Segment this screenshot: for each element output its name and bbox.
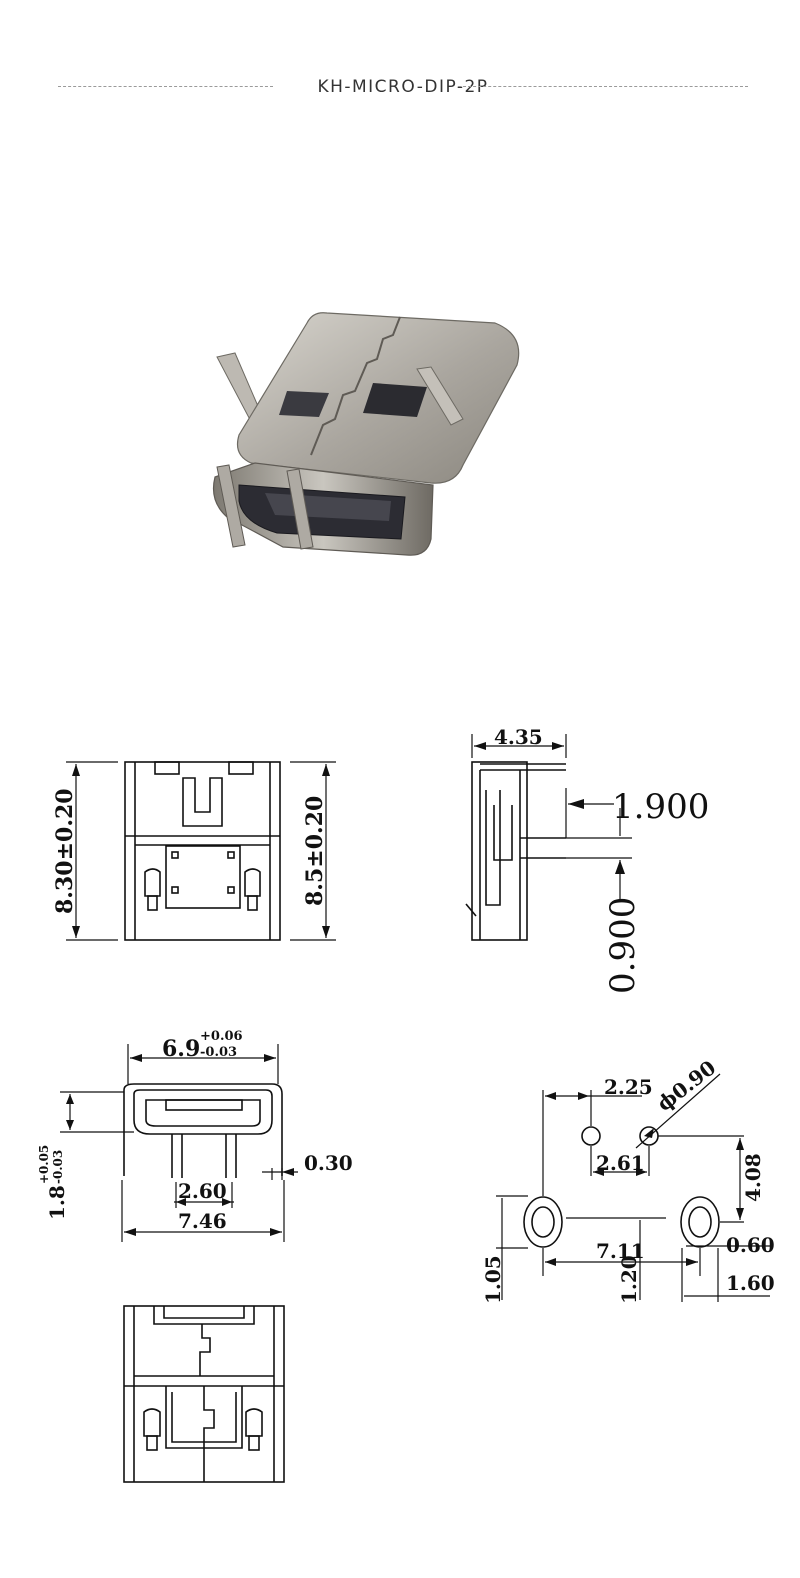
- side-dim-step: 1.900: [612, 787, 709, 827]
- side-dim-thickness: 0.900: [603, 897, 643, 994]
- page-title: KH-MICRO-DIP-2P: [317, 77, 489, 97]
- fp-dim-slot-h1: 1.05: [481, 1255, 505, 1304]
- fp-dim-slot-pitch: 7.11: [596, 1239, 645, 1263]
- footprint-view: [496, 1073, 770, 1302]
- side-view: [465, 734, 632, 941]
- fp-dim-vertical: 4.08: [741, 1153, 765, 1202]
- end-dim-tol-minus: -0.03: [200, 1045, 237, 1060]
- fp-dim-hole-dia: ϕ0.90: [652, 1055, 720, 1115]
- header: KH-MICRO-DIP-2P: [58, 74, 748, 100]
- side-dim-top: 4.35: [494, 725, 543, 749]
- fp-dim-slot-h2: 1.20: [617, 1255, 641, 1304]
- photo-shell-seam: [310, 316, 401, 456]
- front-dim-left: 8.30±0.20: [52, 788, 78, 914]
- fp-dim-hole-offset: 2.25: [604, 1075, 653, 1099]
- end-dim-total: 7.46: [178, 1209, 227, 1233]
- end-dim-pitch: 2.60: [178, 1179, 227, 1203]
- end-dim-width: 6.9: [162, 1036, 200, 1062]
- front-view: [66, 761, 336, 941]
- end-view: [60, 1044, 298, 1242]
- fp-dim-slot-w: 0.60: [726, 1233, 775, 1257]
- front-dim-right: 8.5±0.20: [302, 796, 328, 906]
- end-dim-height: 1.8: [45, 1185, 69, 1220]
- fp-dim-slot-len: 1.60: [726, 1271, 775, 1295]
- bottom-view: [123, 1305, 285, 1483]
- end-dim-height-tol-minus: -0.03: [51, 1150, 65, 1184]
- end-dim-height-tol-plus: +0.05: [37, 1145, 51, 1184]
- photo-tab-right: [416, 366, 464, 426]
- header-rule-left: [58, 86, 273, 87]
- end-dim-tol-plus: +0.06: [200, 1029, 243, 1044]
- fp-dim-hole-pitch: 2.61: [596, 1151, 645, 1175]
- product-photo: [212, 312, 520, 556]
- photo-leg-left: [216, 464, 246, 548]
- header-rule-right: [458, 86, 748, 87]
- end-dim-pin: 0.30: [304, 1151, 353, 1175]
- photo-top-window: [363, 383, 427, 417]
- photo-leg-mid: [286, 468, 314, 550]
